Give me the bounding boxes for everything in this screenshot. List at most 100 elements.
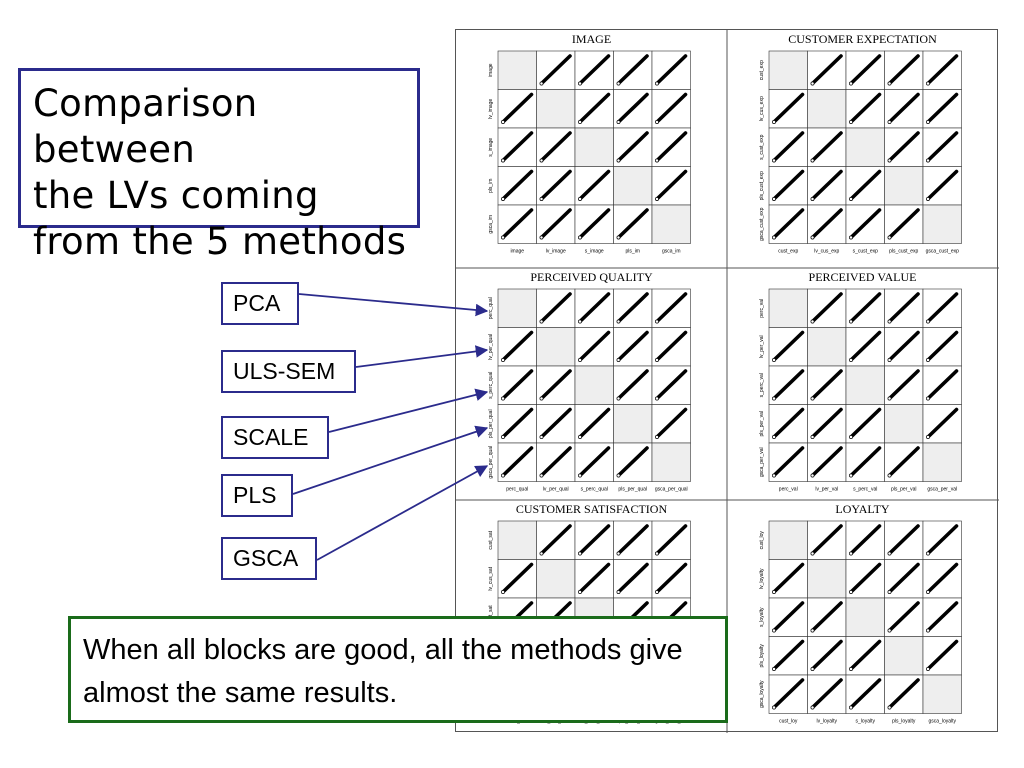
variable-label: lv_cus_exp [759,96,765,121]
scatter-points-band [850,92,882,123]
variable-label: pls_per_val [759,411,765,437]
scatter-points-band [888,446,920,477]
scatter-points-band [617,208,649,239]
scatter-point [887,235,892,240]
scatter-point [772,158,776,163]
variable-label: lv_loyalty [759,568,765,589]
variable-label: lv_per_qual [543,487,569,493]
scatter-cell [768,520,808,560]
variable-label: s_perc_val [853,487,877,493]
scatter-point [616,590,621,594]
scatter-point [539,235,544,240]
scatter-points-band [888,208,920,239]
variable-label: image [488,63,494,77]
variable-label: perc_qual [506,487,528,493]
scatter-point [501,120,505,124]
scatter-points-band [927,169,959,200]
scatter-point [772,628,776,633]
scatter-point [501,158,505,163]
scatter-point [539,551,544,556]
scatter-point [849,705,853,710]
scatter-point [849,235,853,240]
variable-label: lv_loyalty [816,719,837,725]
scatter-cell [651,204,691,244]
scatter-point [887,358,892,362]
variable-label: gsca_loyalty [928,719,956,725]
scatter-point [616,319,621,324]
variable-label: s_image [585,249,604,255]
scatter-points-band [773,131,805,162]
scatter-points-band [811,292,843,323]
scatter-point [501,197,505,201]
scatter-points-band [540,446,572,477]
scatter-points-band [811,369,843,400]
scatter-points-band [579,524,611,555]
panel-title: CUSTOMER SATISFACTION [516,502,668,516]
scatter-point [501,358,505,362]
scatter-points-band [579,208,611,239]
scatter-point [539,435,544,439]
variable-label: gsca_im [488,215,494,234]
scatter-points-band [579,562,611,593]
scatter-point [772,435,776,439]
scatter-points-band [888,369,920,400]
scatter-points-band [502,330,534,361]
variable-label: gsca_per_qual [655,487,688,493]
method-box-scale: SCALE [221,416,329,459]
scatter-point [772,358,776,362]
scatter-point [655,197,659,201]
scatter-points-band [579,292,611,323]
variable-label: pls_cust_exp [759,171,765,200]
scatter-points-band [850,169,882,200]
scatter-points-band [927,639,959,670]
scatter-point [539,81,544,86]
scatter-cell [574,127,614,167]
scatter-cell [536,89,576,129]
scatter-points-band [656,292,688,323]
scatter-point [616,158,621,163]
scatter-points-band [850,407,882,438]
scatter-points-band [617,562,649,593]
scatter-point [578,81,582,86]
scatter-point [810,667,815,671]
panel-title: LOYALTY [835,502,890,516]
scatter-points-band [811,131,843,162]
scatter-point [578,551,582,556]
scatter-point [772,473,776,478]
variable-label: gsca_cust_exp [926,249,960,255]
panel-title: IMAGE [572,32,611,46]
scatter-points-band [502,92,534,123]
scatter-points-band [888,131,920,162]
scatter-point [616,396,621,401]
scatter-points-band [811,54,843,85]
scatter-points-band [850,446,882,477]
scatter-points-band [773,330,805,361]
variable-label: s_loyalty [856,719,876,725]
scatter-point [926,590,930,594]
scatter-cell [536,327,576,367]
scatter-points-band [773,407,805,438]
scatter-points-band [850,292,882,323]
scatter-point [887,396,892,401]
scatter-cell [613,404,653,444]
scatter-point [616,473,621,478]
scatter-point [810,705,815,710]
scatter-points-band [927,562,959,593]
scatter-points-band [888,562,920,593]
scatter-cell [807,89,847,129]
scatter-point [849,81,853,86]
scatter-point [539,473,544,478]
scatter-points-band [927,292,959,323]
variable-label: lv_per_val [759,335,765,358]
scatter-points-band [927,601,959,632]
scatter-point [887,81,892,86]
scatter-point [501,590,505,594]
variable-label: pls_per_qual [618,487,647,493]
scatter-points-band [888,524,920,555]
scatter-point [810,197,815,201]
scatter-point [655,158,659,163]
scatter-points-band [773,446,805,477]
scatter-point [849,551,853,556]
panel-title: CUSTOMER EXPECTATION [788,32,937,46]
note-box: When all blocks are good, all the method… [68,616,728,723]
